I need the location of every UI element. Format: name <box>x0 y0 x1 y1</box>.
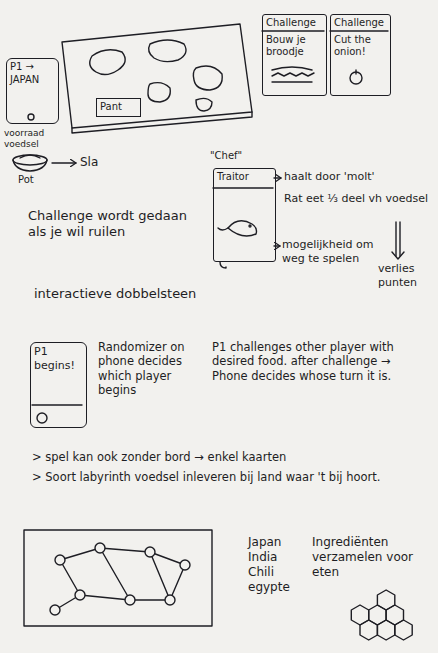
game-board <box>62 24 252 133</box>
continent <box>149 40 186 62</box>
rat-body <box>228 221 257 236</box>
arrow <box>274 245 280 246</box>
phone-button <box>37 413 47 423</box>
card-details <box>213 31 404 268</box>
path-line <box>150 552 170 600</box>
note-text: voorraad voedsel <box>4 128 56 151</box>
traitor-card: Traitor <box>213 168 276 262</box>
arrow <box>52 162 76 163</box>
note-text: haalt door 'molt' <box>284 170 434 184</box>
hex-tile <box>377 620 394 640</box>
path-line <box>60 548 185 565</box>
onion-stem <box>355 70 356 74</box>
hex-tile <box>377 590 394 610</box>
note-text: P1 challenges other player with desired … <box>212 340 422 383</box>
pot-body <box>13 160 47 171</box>
note-text: interactieve dobbelsteen <box>34 286 234 302</box>
note-text: > spel kan ook zonder bord → enkel kaart… <box>32 450 427 464</box>
path-node <box>75 590 85 600</box>
challenge-card: ChallengeBouw je broodje <box>262 14 327 96</box>
board-edge <box>72 112 252 133</box>
box-text: Bouw je broodje <box>266 34 323 59</box>
labyrinth-sketch <box>24 530 212 626</box>
card-divider <box>330 30 388 31</box>
note-text: > Soort labyrinth voedsel inleveren bij … <box>32 470 427 484</box>
note-text: Rat eet ⅓ deel vh voedsel <box>284 192 434 206</box>
labyrinth-frame <box>24 530 212 626</box>
note-text: Randomizer on phone decides which player… <box>98 340 203 398</box>
double-arrow <box>399 222 400 256</box>
hex-tile <box>395 620 412 640</box>
note-text: Sla <box>80 155 98 170</box>
rat-tail <box>218 228 228 230</box>
continent <box>148 83 170 102</box>
phone-button <box>28 114 34 120</box>
box-heading: P1 begins! <box>34 345 83 373</box>
note-text: verlies punten <box>378 262 434 290</box>
box-heading: Challenge <box>334 17 387 30</box>
path-node <box>165 595 175 605</box>
path-line <box>100 548 130 600</box>
box-text: Cut the onion! <box>334 34 387 59</box>
phone-details <box>28 114 82 423</box>
path-line <box>60 560 185 600</box>
path-node <box>180 560 190 570</box>
double-arrow <box>395 222 396 256</box>
note-text: Pot <box>18 174 34 187</box>
phone-divider <box>32 404 82 405</box>
card-divider <box>213 187 273 188</box>
bread-top <box>272 67 312 70</box>
bread-bottom <box>272 81 312 82</box>
note-text: "Chef" <box>210 150 242 163</box>
pot-drawing <box>13 155 76 171</box>
continent <box>90 50 125 75</box>
pot-rim <box>13 155 47 165</box>
hook <box>220 262 226 268</box>
note-text: Ingrediënten verzamelen voor eten <box>312 535 422 580</box>
arrow-head <box>392 252 404 259</box>
box-heading: Challenge <box>266 17 323 30</box>
note-text: mogelijkheid om weg te spelen <box>282 238 374 266</box>
continent <box>196 98 212 111</box>
hex-tile <box>360 620 377 640</box>
note-text: Challenge wordt gedaan als je wil ruilen <box>28 208 206 241</box>
box-heading: Traitor <box>217 171 272 184</box>
board-top <box>62 24 252 128</box>
challenge-card: ChallengeCut the onion! <box>330 14 391 96</box>
box-heading: P1 → JAPAN <box>10 61 55 86</box>
rat-eye <box>249 225 251 227</box>
path-node <box>55 555 65 565</box>
hexagon-tiles <box>351 590 412 640</box>
path-node <box>145 547 155 557</box>
continent <box>193 66 222 90</box>
path-node <box>125 595 135 605</box>
card-divider <box>262 30 324 31</box>
path-node <box>95 543 105 553</box>
box-heading: Pant <box>100 101 137 114</box>
phone-screen: P1 begins! <box>30 342 87 428</box>
note-text: Japan India Chili egypte <box>248 535 290 595</box>
phone-screen: P1 → JAPAN <box>6 58 59 124</box>
lettuce <box>272 73 314 76</box>
path-node <box>50 605 60 615</box>
board-label-box: Pant <box>96 98 141 117</box>
pot-food <box>20 155 40 158</box>
